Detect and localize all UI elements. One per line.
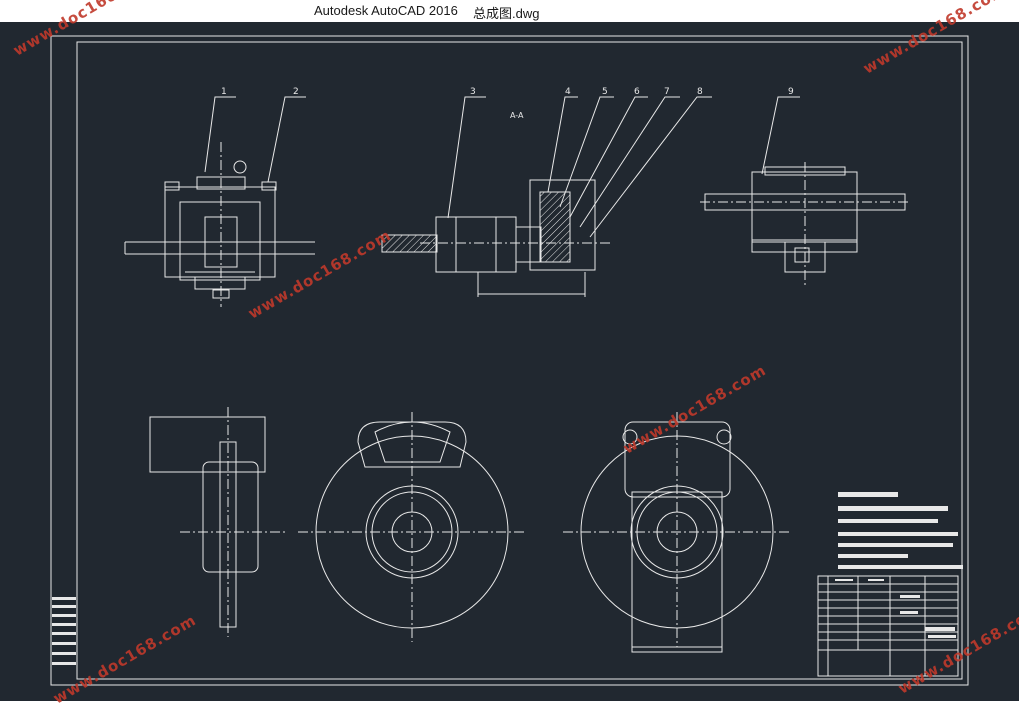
balloon-2: 2 xyxy=(293,87,299,97)
section-label: A-A xyxy=(510,111,524,120)
view-section-aa: A-A 3 4 5 6 7 8 xyxy=(381,87,712,297)
balloon-1: 1 xyxy=(221,87,227,97)
view-disc-caliper xyxy=(563,412,790,653)
window-titlebar: Autodesk AutoCAD 2016 总成图.dwg xyxy=(0,0,1019,22)
cad-drawing: 1 2 A-A 3 4 5 6 xyxy=(50,35,969,686)
view-front-caliper: 1 2 xyxy=(124,87,315,307)
tech-requirements xyxy=(838,492,963,569)
view-side xyxy=(149,407,285,637)
balloon-3: 3 xyxy=(470,87,476,97)
inner-border xyxy=(76,41,963,680)
view-disc-front xyxy=(298,412,526,642)
balloon-7: 7 xyxy=(664,87,670,97)
balloon-8: 8 xyxy=(697,87,703,97)
app-title: Autodesk AutoCAD 2016 xyxy=(314,3,458,18)
binding-strip xyxy=(52,597,76,665)
outer-border xyxy=(50,35,969,686)
file-name: 总成图.dwg xyxy=(473,6,540,21)
balloon-9: 9 xyxy=(788,87,794,97)
balloon-4: 4 xyxy=(565,87,571,97)
balloon-5: 5 xyxy=(602,87,608,97)
view-top-caliper: 9 xyxy=(700,87,910,287)
title-block xyxy=(817,575,959,677)
balloon-6: 6 xyxy=(634,87,640,97)
